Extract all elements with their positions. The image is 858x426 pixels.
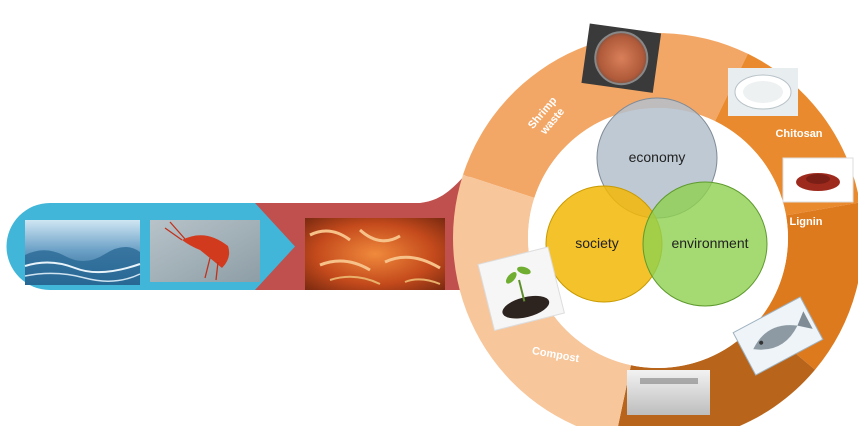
segment-label-chitosan: Chitosan: [775, 128, 822, 140]
segment-label-packaging: Packaging: [650, 344, 705, 356]
waste-tray-photo: [581, 23, 662, 93]
ring-segment-shrimp-waste: [463, 32, 748, 198]
lignin-powder-photo: [782, 157, 854, 203]
shrimp-photo: [150, 220, 260, 282]
packaged-fish-photo: [732, 296, 824, 376]
segment-label-lignin: Lignin: [790, 216, 823, 228]
packaging-film-photo: [627, 370, 710, 415]
venn-label-economy: economy: [629, 149, 686, 165]
chitosan-powder-photo: [728, 68, 798, 116]
venn-label-society: society: [575, 235, 619, 251]
venn-label-environment: environment: [671, 235, 748, 251]
sea-waves-photo: [24, 220, 141, 285]
shrimp-waste-pile-photo: [305, 218, 445, 290]
venn-circle-environment: [642, 181, 768, 307]
seedling-in-soil-photo: [477, 246, 565, 332]
